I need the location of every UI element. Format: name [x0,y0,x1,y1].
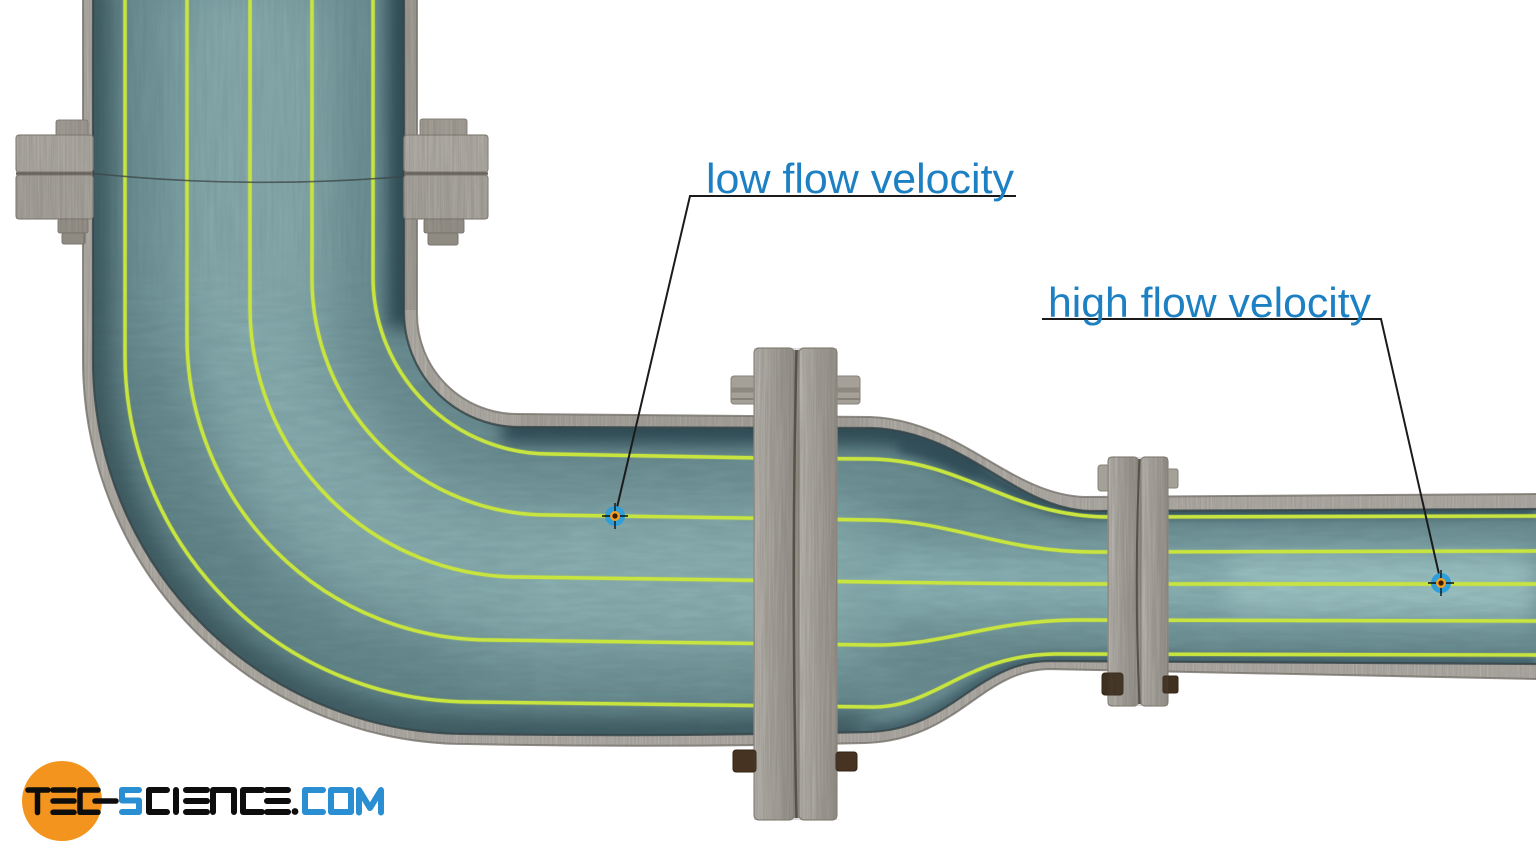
svg-text:high flow velocity: high flow velocity [1048,279,1371,326]
svg-text:low flow velocity: low flow velocity [706,155,1014,202]
